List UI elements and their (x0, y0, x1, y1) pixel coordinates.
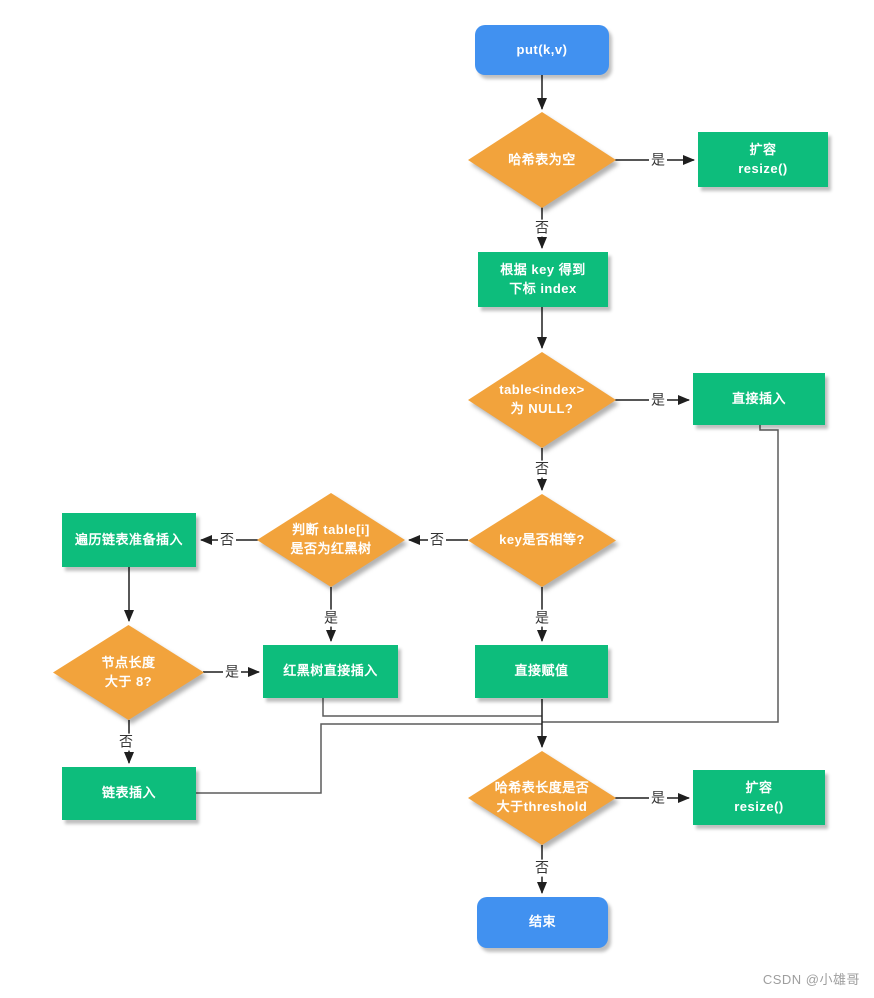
decision-label: 哈希表为空 (468, 112, 616, 208)
csdn-watermark: CSDN @小雄哥 (762, 972, 860, 987)
node-start: put(k,v) (475, 25, 609, 75)
node-check-hashtable-empty: 哈希表为空 (468, 112, 616, 208)
node-check-red-black-tree: 判断 table[i] 是否为红黑树 (257, 493, 405, 587)
edge-label-threshold-no: 否 (533, 859, 551, 877)
edge-rbtree-to-junction (322, 698, 542, 717)
node-get-index: 根据 key 得到 下标 index (478, 252, 608, 307)
node-resize-bottom: 扩容 resize() (693, 770, 825, 825)
edge-label-checklength-yes: 是 (223, 663, 241, 681)
edge-label-checknull-yes: 是 (649, 391, 667, 409)
decision-label: 判断 table[i] 是否为红黑树 (257, 493, 405, 587)
edge-label-checklength-no: 否 (117, 733, 135, 751)
node-resize-top: 扩容 resize() (698, 132, 828, 187)
edge-listinsert-to-junction (196, 723, 542, 794)
node-check-node-length: 节点长度 大于 8? (53, 625, 204, 720)
decision-label: table<index> 为 NULL? (468, 352, 616, 448)
node-check-key-equal: key是否相等? (468, 494, 616, 587)
edge-directinsert-to-junction (542, 425, 779, 723)
node-rbtree-insert: 红黑树直接插入 (263, 645, 398, 698)
node-traverse-list: 遍历链表准备插入 (62, 513, 196, 567)
edge-label-checkempty-no: 否 (533, 219, 551, 237)
edge-label-keyequal-no: 否 (428, 531, 446, 549)
edge-label-checknull-no: 否 (533, 460, 551, 478)
edge-label-keyequal-yes: 是 (533, 609, 551, 627)
node-direct-assign: 直接赋值 (475, 645, 608, 698)
node-check-threshold: 哈希表长度是否 大于threshold (468, 751, 616, 845)
decision-label: 节点长度 大于 8? (53, 625, 204, 720)
edge-label-checkempty-yes: 是 (649, 151, 667, 169)
node-check-table-index-null: table<index> 为 NULL? (468, 352, 616, 448)
decision-label: key是否相等? (468, 494, 616, 587)
node-direct-insert: 直接插入 (693, 373, 825, 425)
edge-label-redblack-no: 否 (218, 531, 236, 549)
node-end: 结束 (477, 897, 608, 948)
decision-label: 哈希表长度是否 大于threshold (468, 751, 616, 845)
edge-label-threshold-yes: 是 (649, 789, 667, 807)
node-list-insert: 链表插入 (62, 767, 196, 820)
edge-label-redblack-yes: 是 (322, 609, 340, 627)
